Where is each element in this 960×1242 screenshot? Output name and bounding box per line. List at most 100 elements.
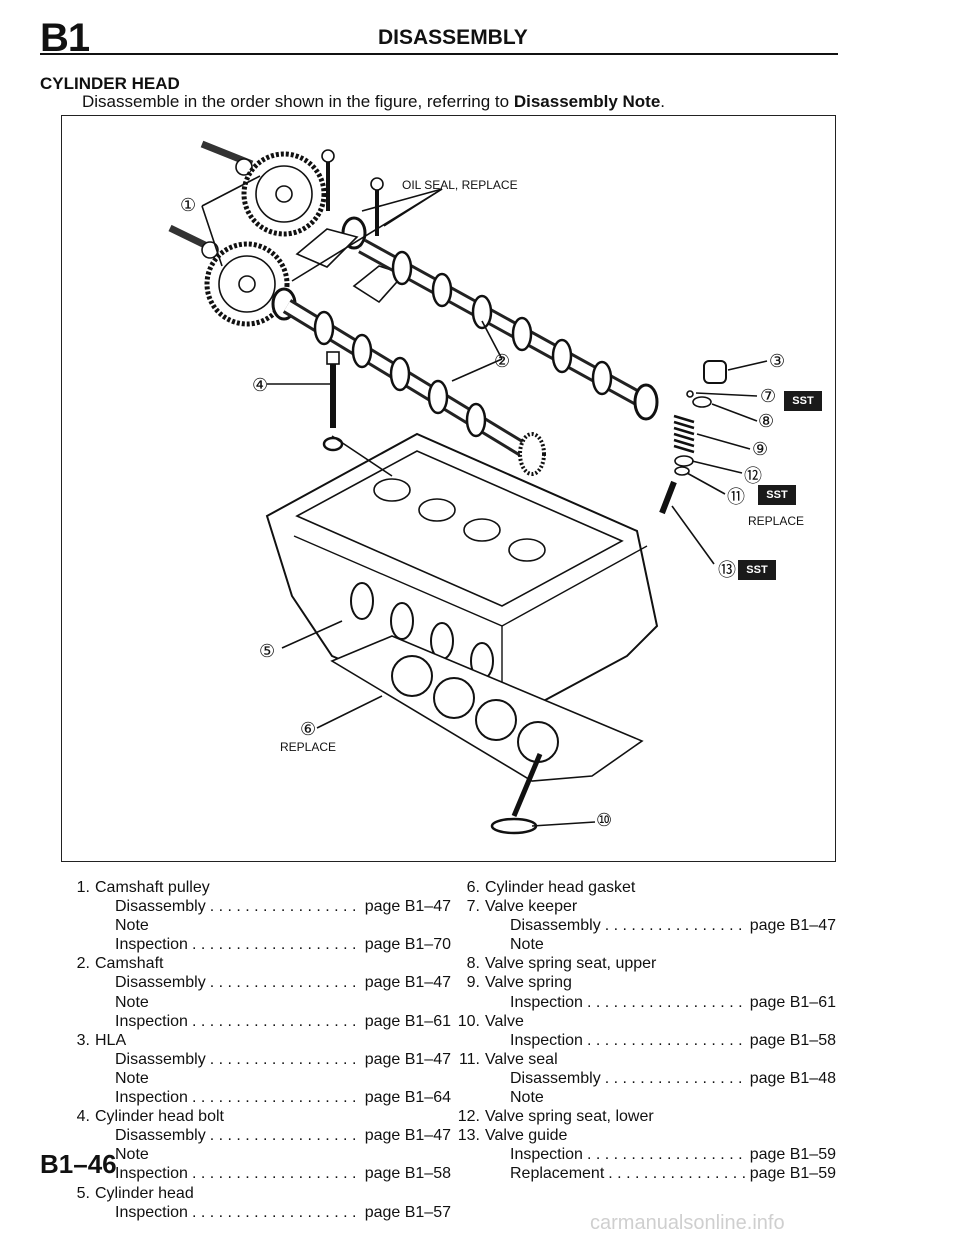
part-name: Valve keeper bbox=[485, 898, 578, 916]
callout-9: ⑨ bbox=[752, 439, 769, 459]
reference-label: Inspection bbox=[510, 1031, 583, 1049]
part-number: 3. bbox=[76, 1031, 90, 1049]
part-name: Valve seal bbox=[485, 1050, 558, 1068]
reference-page: page B1–57 bbox=[364, 1203, 451, 1221]
intro-bold-link: Disassembly Note bbox=[513, 92, 661, 111]
reference-page: page B1–47 bbox=[749, 917, 836, 935]
reference-page: page B1–64 bbox=[364, 1089, 451, 1107]
dot-leader bbox=[210, 973, 361, 1011]
part-name: Valve spring bbox=[485, 974, 572, 992]
part-reference: Inspection page B1–58 bbox=[456, 1031, 836, 1050]
reference-label: Inspection bbox=[510, 993, 583, 1011]
part-item: 2. Camshaft bbox=[66, 954, 451, 973]
page-title: DISASSEMBLY bbox=[378, 26, 528, 49]
reference-label: Disassembly Note bbox=[115, 974, 206, 1011]
dot-leader bbox=[608, 1164, 745, 1183]
part-number: 12. bbox=[457, 1108, 480, 1126]
part-reference: Inspection page B1–70 bbox=[66, 935, 451, 954]
reference-page: page B1–48 bbox=[749, 1069, 836, 1087]
part-number: 6. bbox=[466, 879, 480, 896]
dot-leader bbox=[605, 1069, 746, 1107]
part-reference: Inspectionpage B1–61 bbox=[456, 993, 836, 1012]
part-reference: Inspection page B1–58 bbox=[66, 1164, 451, 1183]
part-item: 13.Valve guide bbox=[456, 1126, 841, 1145]
part-number: 7. bbox=[466, 898, 480, 916]
part-reference: Disassembly Notepage B1–47 bbox=[456, 916, 836, 954]
part-number: 2. bbox=[76, 955, 90, 973]
reference-label: Inspection bbox=[510, 1146, 583, 1164]
reference-label: Replacement bbox=[510, 1165, 605, 1183]
sst-badge-13: SST bbox=[738, 560, 776, 580]
reference-label: Disassembly Note bbox=[115, 1127, 206, 1164]
dot-leader bbox=[192, 1203, 361, 1222]
part-name: Valve spring seat, lower bbox=[485, 1108, 654, 1126]
part-number: 1. bbox=[76, 879, 90, 896]
callout-5: ⑤ bbox=[259, 641, 276, 661]
reference-page: page B1–47 bbox=[364, 1050, 451, 1068]
part-number: 9. bbox=[466, 974, 480, 992]
part-item: 5. Cylinder head bbox=[66, 1184, 451, 1203]
part-reference: Inspectionpage B1–61 bbox=[66, 1012, 451, 1031]
callout-3: ③ bbox=[769, 351, 786, 371]
header-divider bbox=[40, 53, 838, 55]
callout-13: ⑬ bbox=[718, 560, 736, 580]
callout-4: ④ bbox=[252, 375, 269, 395]
part-item: 7. Valve keeper bbox=[456, 897, 841, 916]
part-name: Cylinder head bolt bbox=[95, 1108, 224, 1126]
part-name: Camshaft bbox=[95, 955, 164, 973]
part-name: Valve guide bbox=[485, 1127, 568, 1145]
intro-end: . bbox=[660, 92, 666, 111]
section-title: CYLINDER HEAD bbox=[40, 74, 180, 93]
sst-badge-7: SST bbox=[784, 391, 822, 411]
part-reference: Inspectionpage B1–57 bbox=[66, 1203, 451, 1222]
reference-label: Disassembly Note bbox=[115, 898, 206, 935]
camshaft-intake bbox=[358, 238, 659, 421]
dot-leader bbox=[192, 1012, 361, 1031]
reference-page: page B1–47 bbox=[364, 974, 451, 992]
cylinder-head-illustration bbox=[168, 140, 768, 835]
reference-page: page B1–58 bbox=[749, 1031, 836, 1049]
watermark: carmanualsonline.info bbox=[590, 1212, 785, 1234]
reference-page: page B1–70 bbox=[364, 936, 451, 954]
reference-label: Inspection bbox=[115, 1165, 188, 1183]
page-number: B1–46 bbox=[40, 1149, 117, 1179]
reference-label: Disassembly Note bbox=[115, 1050, 206, 1087]
reference-page: page B1–59 bbox=[749, 1146, 836, 1164]
reference-page: page B1–59 bbox=[749, 1165, 836, 1183]
part-reference: Disassembly Note page B1–47 bbox=[66, 973, 451, 1011]
reference-page: page B1–47 bbox=[364, 1127, 451, 1145]
exploded-view-figure: OIL SEAL, REPLACE REPLACE REPLACE SST SS… bbox=[61, 115, 836, 862]
label-replace-gasket: REPLACE bbox=[280, 740, 337, 754]
reference-label: Inspection bbox=[115, 1089, 188, 1107]
dot-leader bbox=[587, 993, 746, 1012]
part-reference: Disassembly Note page B1–48 bbox=[456, 1069, 836, 1107]
part-number: 4. bbox=[76, 1108, 90, 1126]
reference-label: Disassembly Note bbox=[510, 1069, 601, 1107]
label-oil-seal-replace: OIL SEAL, REPLACE bbox=[402, 178, 518, 192]
dot-leader bbox=[192, 1088, 361, 1107]
part-number: 10. bbox=[457, 1012, 480, 1030]
dot-leader bbox=[587, 1031, 746, 1050]
reference-page: page B1–61 bbox=[364, 1012, 451, 1030]
dot-leader bbox=[210, 897, 361, 935]
part-reference: Replacement page B1–59 bbox=[456, 1164, 836, 1183]
intro-text: Disassemble in the order shown in the fi… bbox=[82, 92, 514, 111]
callout-6: ⑥ bbox=[300, 719, 317, 739]
part-item: 8.Valve spring seat, upper bbox=[456, 954, 841, 973]
part-name: Camshaft pulley bbox=[95, 879, 210, 896]
part-item: 10. Valve bbox=[456, 1012, 841, 1031]
part-reference: Disassembly Notepage B1–47 bbox=[66, 897, 451, 935]
dot-leader bbox=[192, 1164, 361, 1183]
part-name: Valve bbox=[485, 1012, 524, 1030]
part-item: 3.HLA bbox=[66, 1031, 451, 1050]
sst-badge-11: SST bbox=[758, 485, 796, 505]
part-reference: Disassembly Note page B1–47 bbox=[66, 1126, 451, 1164]
valve-spring bbox=[673, 414, 695, 454]
reference-label: Inspection bbox=[115, 936, 188, 954]
part-name: Cylinder head bbox=[95, 1184, 194, 1202]
section-intro: Disassemble in the order shown in the fi… bbox=[82, 92, 665, 112]
callout-10: ⑩ bbox=[596, 810, 613, 830]
part-number: 5. bbox=[76, 1184, 90, 1202]
callout-12: ⑫ bbox=[744, 466, 762, 486]
reference-page: page B1–58 bbox=[364, 1165, 451, 1183]
